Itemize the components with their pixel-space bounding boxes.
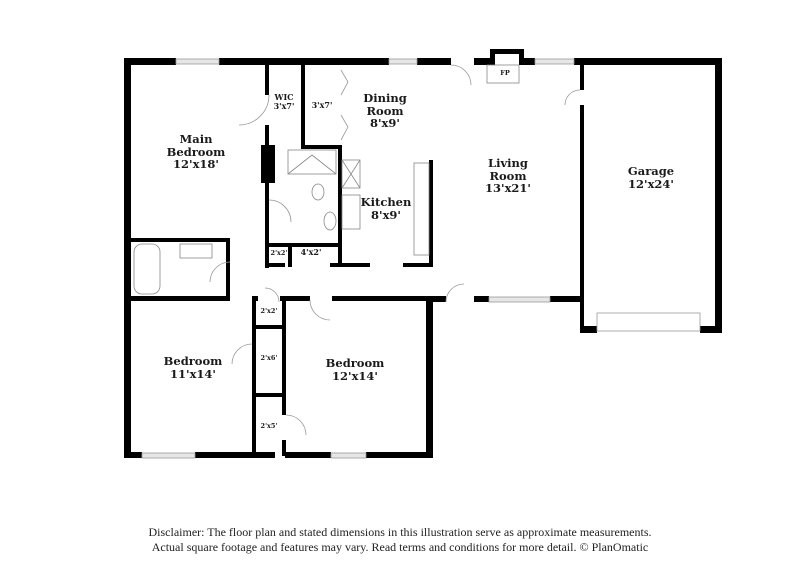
room-name: FP [500,69,510,77]
room-name: WIC [274,92,294,102]
room-dining-room: Dining Room 8'x9' [363,92,406,130]
room-dims: 2'x6' [260,354,278,362]
room-closet: 3'x7' [312,101,333,110]
room-closet-2x5: 2'x5' [260,422,278,430]
disclaimer-line-2: Actual square footage and features may v… [151,540,649,554]
room-name: Bedroom [166,144,226,159]
room-dims: 11'x14' [170,366,216,381]
room-kitchen: Kitchen 8'x9' [361,196,412,221]
room-bedroom-2: Bedroom 11'x14' [164,355,223,380]
room-dims: 12'x24' [628,176,674,191]
room-name: Kitchen [360,195,412,209]
room-name: Garage [627,164,675,178]
disclaimer: Disclaimer: The floor plan and stated di… [0,525,800,555]
room-wic: WIC 3'x7' [274,93,295,111]
room-garage: Garage 12'x24' [628,165,674,190]
room-name: Room [489,168,527,183]
room-pantry: 4'x2' [301,248,322,257]
room-main-bedroom: Main Bedroom 12'x18' [167,133,226,171]
room-hall-closet: 2'x2' [260,307,278,315]
room-name: Living [488,156,528,170]
disclaimer-line-1: Disclaimer: The floor plan and stated di… [148,525,652,539]
room-name: Bedroom [163,354,223,368]
room-dims: 3'x7' [273,100,295,111]
room-bedroom-3: Bedroom 12'x14' [326,357,385,382]
room-dims: 2'x2' [260,307,278,315]
room-living-room: Living Room 13'x21' [485,157,531,195]
room-dims: 8'x9' [371,207,401,222]
room-name: Room [366,103,404,118]
room-closet-2x6: 2'x6' [260,354,278,362]
room-name: Dining [363,91,407,105]
room-dims: 3'x7' [311,100,333,110]
room-dims: 12'x14' [332,368,378,383]
room-dims: 8'x9' [370,116,400,131]
room-dims: 2'x2' [270,249,288,257]
room-dims: 4'x2' [300,247,322,257]
room-dims: 12'x18' [173,157,219,172]
room-dims: 2'x5' [260,422,278,430]
room-name: Main [179,132,213,146]
fireplace-label: FP [500,69,510,77]
room-closet-small: 2'x2' [270,249,288,257]
room-name: Bedroom [325,356,385,370]
room-dims: 13'x21' [485,181,531,196]
